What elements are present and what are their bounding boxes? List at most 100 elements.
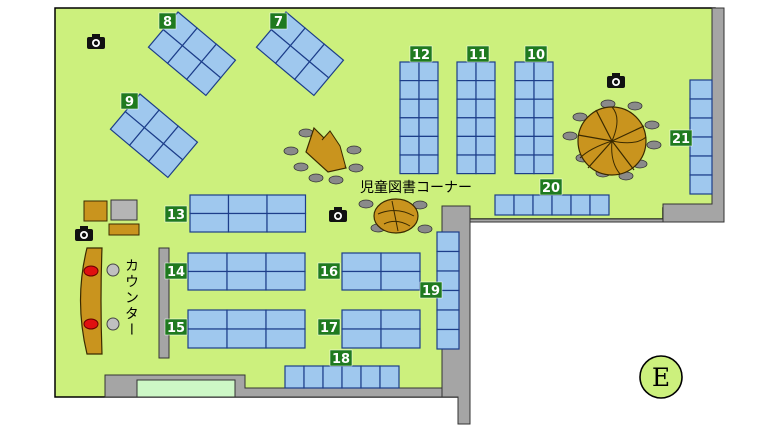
chair: [417, 224, 433, 234]
childrens-corner-label: 児童図書コーナー: [360, 179, 472, 196]
shelf-cell: [689, 136, 713, 157]
customer-seat: [106, 263, 120, 277]
shelf-cell: [570, 194, 591, 216]
chair: [644, 120, 660, 130]
staff-seat: [83, 265, 99, 277]
inner-wall-stub: [469, 218, 664, 223]
chair: [572, 112, 588, 122]
shelf-cell: [418, 61, 439, 82]
shelf-cell: [533, 98, 554, 119]
shelf-cell: [418, 117, 439, 137]
staff-seat: [83, 318, 99, 330]
shelf-number-text: 20: [542, 181, 560, 196]
shelf-cell: [293, 60, 330, 97]
shelf-cell: [185, 60, 222, 97]
work-desk: [83, 200, 108, 222]
shelf-14: [187, 252, 306, 291]
shelf-cell: [689, 174, 713, 195]
shelf-cell: [265, 270, 306, 291]
shelf-cell: [187, 328, 228, 349]
shelf-number-text: 8: [163, 15, 172, 30]
shelf-cell: [551, 194, 572, 216]
shelf-number-text: 7: [274, 15, 283, 30]
shelf-cell: [380, 328, 421, 349]
shelf-number-19: 19: [419, 281, 443, 299]
shelf-cell: [475, 154, 496, 175]
chair: [562, 131, 578, 141]
shelf-number-11: 11: [466, 45, 490, 63]
shelf-cell: [187, 309, 228, 330]
chair: [283, 146, 299, 156]
shelf-cell: [226, 252, 267, 273]
shelf-cell: [494, 194, 515, 216]
round-table: [373, 198, 419, 234]
service-counter: [79, 247, 103, 355]
shelf-cell: [341, 270, 382, 291]
shelf-17: [341, 309, 421, 349]
shelf-12: [399, 61, 439, 175]
entrance-marker: E: [639, 355, 683, 399]
shelf-cell: [533, 154, 554, 175]
chair: [308, 173, 324, 183]
shelf-number-7: 7: [269, 12, 288, 30]
shelf-cell: [436, 309, 460, 331]
shelf-cell: [475, 135, 496, 156]
shelf-cell: [475, 61, 496, 82]
shelf-cell: [456, 80, 477, 100]
shelf-21: [689, 79, 713, 195]
shelf-cell: [284, 365, 305, 389]
counter-partition: [158, 247, 170, 359]
shelf-13: [189, 194, 307, 233]
shelf-cell: [418, 98, 439, 119]
shelf-number-text: 12: [412, 48, 430, 63]
shelf-cell: [341, 252, 382, 273]
camera-icon: [329, 207, 347, 222]
shelf-cell: [399, 154, 420, 175]
chair: [358, 199, 374, 209]
chair: [346, 145, 362, 155]
shelf-19: [436, 231, 460, 350]
shelf-number-14: 14: [164, 262, 188, 280]
shelf-cell: [514, 117, 535, 137]
children-round-table: [358, 198, 433, 234]
shelf-cell: [399, 61, 420, 82]
shelf-number-text: 13: [167, 208, 185, 223]
shelf-cell: [514, 154, 535, 175]
shelf-number-text: 17: [320, 321, 338, 336]
shelf-cell: [456, 98, 477, 119]
reading-table-right: [562, 99, 662, 181]
shelf-20: [494, 194, 610, 216]
shelf-number-10: 10: [524, 45, 548, 63]
side-desk: [108, 223, 140, 236]
shelf-cell: [303, 365, 324, 389]
shelf-cell: [436, 250, 460, 272]
shelf-cell: [533, 61, 554, 82]
shelf-cell: [418, 154, 439, 175]
shelf-cell: [436, 328, 460, 350]
shelf-cell: [380, 309, 421, 330]
shelves: [109, 11, 713, 389]
shelf-number-text: 21: [672, 132, 690, 147]
shelf-18: [284, 365, 400, 389]
shelf-cell: [513, 194, 534, 216]
camera-icons: [75, 34, 625, 241]
reading-table-left: [283, 126, 364, 185]
shelf-cell: [226, 270, 267, 291]
shelf-cell: [533, 80, 554, 100]
shelf-number-text: 19: [422, 284, 440, 299]
shelf-cell: [399, 135, 420, 156]
shelf-cell: [532, 194, 553, 216]
shelf-number-21: 21: [669, 129, 693, 147]
shelf-number-text: 9: [125, 95, 134, 110]
shelf-cell: [436, 231, 460, 253]
shelf-cell: [265, 328, 306, 349]
entrance-label: E: [652, 363, 670, 392]
shelf-cell: [533, 135, 554, 156]
entrance-mat: [136, 379, 236, 398]
shelf-cell: [147, 142, 184, 179]
shelf-cell: [689, 98, 713, 119]
customer-seat: [106, 317, 120, 331]
shelf-cell: [189, 212, 230, 233]
shelf-cell: [689, 79, 713, 100]
